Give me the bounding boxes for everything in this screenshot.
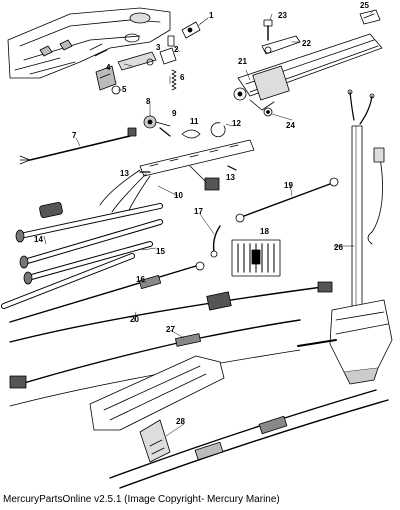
part-4-switch[interactable] — [95, 65, 117, 91]
callout-label: 2 — [174, 45, 179, 54]
callout-label: 27 — [166, 325, 175, 334]
engine-housing-part[interactable] — [7, 7, 171, 79]
part-25-clip[interactable] — [359, 9, 381, 25]
callout-label: 13 — [226, 173, 235, 182]
callout-label: 24 — [286, 121, 295, 130]
part-21-steering-cylinder[interactable] — [233, 33, 383, 111]
part-6-spring[interactable] — [171, 69, 177, 91]
callout-label: 18 — [260, 227, 269, 236]
part-24-nut[interactable] — [263, 107, 273, 117]
part-9-screw[interactable] — [159, 127, 171, 137]
callout-label: 8 — [146, 97, 151, 106]
part-23-bolt[interactable] — [263, 19, 273, 41]
part-1-bracket[interactable] — [181, 17, 209, 39]
part-2-3-bracket[interactable] — [117, 35, 177, 71]
callout-label: 9 — [172, 109, 177, 118]
copyright-footer: MercuryPartsOnline v2.5.1 (Image Copyrig… — [3, 494, 280, 505]
part-26-actuator[interactable] — [297, 125, 393, 385]
part-7-harness[interactable] — [19, 127, 137, 165]
part-20-harness[interactable] — [9, 281, 333, 343]
callout-label: 23 — [278, 11, 287, 20]
part-28-bracket[interactable] — [89, 355, 225, 463]
part-13-screw[interactable] — [139, 165, 237, 173]
part-18-module[interactable] — [231, 239, 281, 277]
callout-label: 16 — [136, 275, 145, 284]
callout-label: 4 — [106, 63, 111, 72]
callout-label: 10 — [174, 191, 183, 200]
callout-label: 19 — [284, 181, 293, 190]
callout-label: 7 — [72, 131, 77, 140]
callout-label: 6 — [180, 73, 185, 82]
part-19-cable[interactable] — [235, 177, 339, 223]
callout-label: 3 — [156, 43, 161, 52]
callout-label: 28 — [176, 417, 185, 426]
callout-label: 11 — [190, 117, 199, 126]
callout-label: 20 — [130, 315, 139, 324]
part-12-ring[interactable] — [210, 122, 226, 138]
steering-cable-lower[interactable] — [109, 389, 389, 489]
callout-label: 17 — [194, 207, 203, 216]
part-17-ground-wire[interactable] — [210, 225, 221, 258]
trim-sender-wires[interactable] — [347, 89, 375, 125]
part-10-wiring-harness[interactable] — [99, 139, 255, 213]
callout-label: 14 — [34, 235, 43, 244]
part-16-cable[interactable] — [9, 261, 205, 323]
callout-label: 12 — [232, 119, 241, 128]
callout-label: 26 — [334, 243, 343, 252]
callout-label: 25 — [360, 1, 369, 10]
callout-label: 22 — [302, 39, 311, 48]
exploded-parts-diagram: 1 2 3 4 5 6 7 8 9 10 11 12 13 13 14 15 1… — [1, 1, 393, 489]
callout-label: 15 — [156, 247, 165, 256]
callout-label: 13 — [120, 169, 129, 178]
callout-label: 5 — [122, 85, 127, 94]
part-8-fitting[interactable] — [143, 115, 171, 129]
part-11-clip[interactable] — [181, 129, 201, 139]
part-14-hose[interactable] — [15, 202, 163, 269]
callout-label: 1 — [209, 11, 214, 20]
callout-label: 21 — [238, 57, 247, 66]
part-27-harness[interactable] — [9, 319, 301, 407]
part-15-hose[interactable] — [1, 241, 153, 309]
